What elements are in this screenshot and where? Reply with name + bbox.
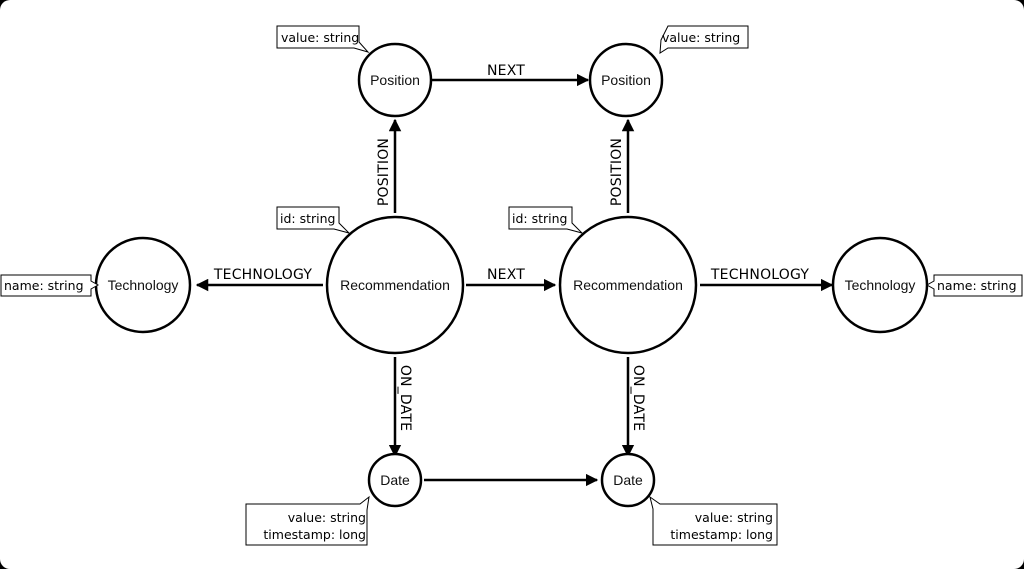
prop-recommendation-left-id: id: string: [280, 211, 335, 226]
node-technology-right: Technology: [831, 236, 929, 334]
prop-technology-right-name: name: string: [937, 278, 1017, 293]
node-recommendation-right: Recommendation: [558, 215, 698, 355]
edge-technology-right: TECHNOLOGY: [700, 267, 834, 292]
node-label-technology-right: Technology: [845, 277, 916, 293]
node-technology-left: Technology: [94, 236, 192, 334]
props-date-right: value: string timestamp: long: [649, 495, 778, 546]
node-date-right: Date: [600, 452, 656, 508]
node-label-date-left: Date: [380, 472, 410, 488]
node-date-left: Date: [367, 452, 423, 508]
edge-label-next-top: NEXT: [487, 63, 525, 79]
edge-label-technology-right: TECHNOLOGY: [710, 267, 809, 283]
edge-on-date-left: ON_DATE: [388, 357, 413, 458]
prop-position-right-value: value: string: [662, 30, 740, 45]
props-date-left: value: string timestamp: long: [245, 495, 370, 546]
prop-position-left-value: value: string: [281, 30, 359, 45]
edge-label-next-middle: NEXT: [487, 267, 525, 283]
node-label-recommendation-left: Recommendation: [340, 277, 450, 293]
prop-technology-left-name: name: string: [4, 278, 84, 293]
props-technology-right: name: string: [925, 274, 1023, 297]
edge-position-right: POSITION: [609, 118, 635, 213]
prop-date-left-timestamp: timestamp: long: [263, 527, 366, 542]
node-label-date-right: Date: [613, 472, 643, 488]
edge-label-position-left: POSITION: [376, 138, 392, 206]
edge-label-on-date-left: ON_DATE: [397, 365, 413, 431]
prop-date-right-timestamp: timestamp: long: [670, 527, 773, 542]
node-recommendation-left: Recommendation: [325, 215, 465, 355]
edge-label-technology-left: TECHNOLOGY: [213, 267, 312, 283]
edge-technology-left: TECHNOLOGY: [195, 267, 323, 292]
props-recommendation-right: id: string: [508, 206, 584, 234]
node-label-position-left: Position: [370, 72, 420, 88]
props-position-right: value: string: [659, 25, 749, 54]
props-position-left: value: string: [276, 25, 370, 53]
node-label-recommendation-right: Recommendation: [573, 277, 683, 293]
node-position-right: Position: [588, 42, 664, 118]
prop-date-right-value: value: string: [695, 510, 773, 525]
node-label-technology-left: Technology: [108, 277, 179, 293]
node-position-left: Position: [357, 42, 433, 118]
prop-recommendation-right-id: id: string: [512, 211, 567, 226]
props-technology-left: name: string: [0, 274, 100, 297]
edge-next-top: NEXT: [432, 63, 590, 87]
edge-on-date-right: ON_DATE: [621, 357, 646, 458]
node-label-position-right: Position: [601, 72, 651, 88]
edge-next-middle: NEXT: [466, 267, 557, 292]
prop-date-left-value: value: string: [288, 510, 366, 525]
edge-label-on-date-right: ON_DATE: [630, 365, 646, 431]
edge-label-position-right: POSITION: [609, 138, 625, 206]
edge-position-left: POSITION: [376, 118, 402, 213]
props-recommendation-left: id: string: [276, 206, 351, 234]
